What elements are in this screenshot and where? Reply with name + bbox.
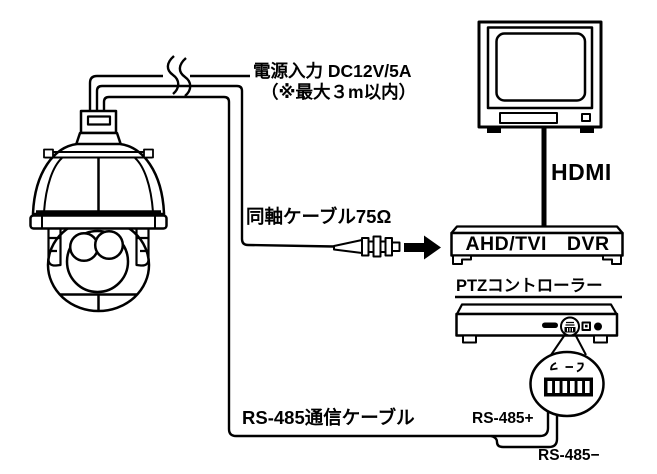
dvr-label: AHD/TVI DVR — [465, 233, 610, 255]
ptz-camera-illustration — [29, 109, 168, 313]
rs485-plus-terminal-label: RS-485+ — [472, 410, 534, 427]
cable-break-icon — [166, 55, 180, 95]
hdmi-cable-label: HDMI — [551, 159, 612, 185]
monitor-screen — [495, 32, 587, 102]
camera-lens-left — [68, 231, 100, 263]
dvr-box — [450, 225, 624, 265]
monitor-power-button — [581, 113, 591, 122]
power-label-line2: （※最大３m以内） — [261, 81, 417, 102]
rs485-cable — [102, 95, 559, 449]
power-cable — [88, 55, 250, 115]
rs485-minus-terminal-label: RS-485− — [538, 447, 600, 464]
controller-round-port — [594, 322, 602, 331]
ptz-controller-box — [455, 295, 622, 344]
power-label-line1: 電源入力 DC12V/5A — [253, 61, 412, 81]
controller-terminal-port — [560, 316, 580, 337]
monitor-illustration — [477, 20, 603, 133]
magnifier-pointer-lines — [550, 335, 587, 356]
camera-lens-right — [93, 229, 125, 261]
monitor-vent-slot — [499, 112, 558, 124]
controller-slot-port — [542, 322, 558, 328]
rs485-minus-wire — [490, 396, 559, 449]
arrow-icon — [404, 235, 441, 260]
ptz-controller-label: PTZコントローラー — [456, 277, 603, 295]
rs485-cable-label: RS-485通信ケーブル — [242, 407, 415, 428]
bnc-connector — [333, 235, 401, 258]
coax-cable-label: 同軸ケーブル75Ω — [246, 206, 392, 227]
coax-cable — [95, 84, 335, 248]
terminal-magnifier — [529, 335, 605, 418]
camera-collar — [29, 214, 168, 230]
terminal-markings — [550, 362, 584, 373]
power-cable-label: 電源入力 DC12V/5A （※最大３m以内） — [253, 61, 416, 102]
